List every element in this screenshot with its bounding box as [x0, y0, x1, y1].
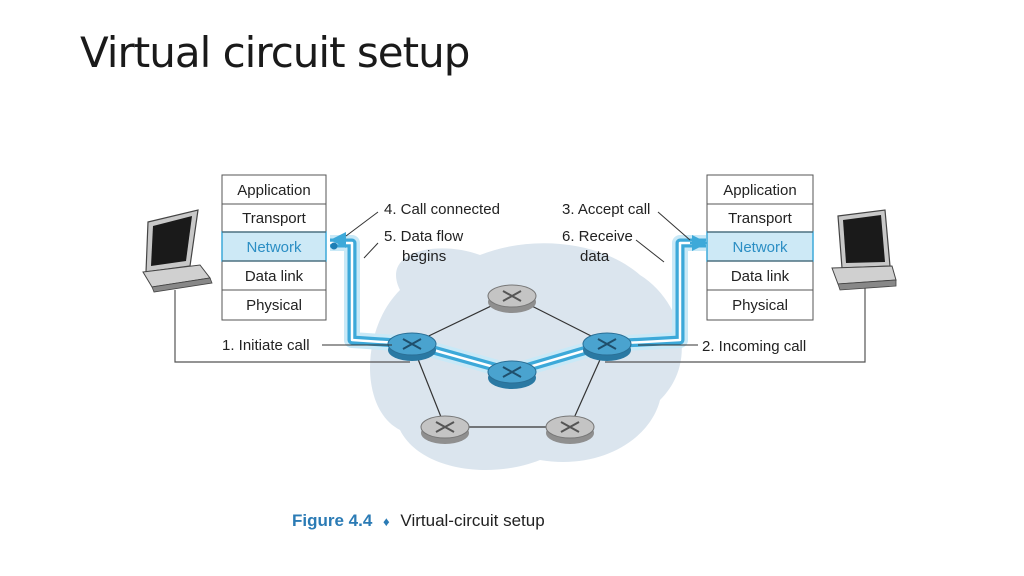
- right-cable: [605, 288, 866, 363]
- label-call-connected: 4. Call connected: [384, 201, 500, 218]
- path-start-dot: [330, 242, 338, 250]
- label-receive-2: data: [580, 248, 610, 265]
- left-layer-physical: Physical: [246, 297, 302, 314]
- figure-caption: Figure 4.4 ♦ Virtual-circuit setup: [292, 511, 545, 530]
- router-active: [487, 360, 537, 389]
- label-data-flow-1: 5. Data flow: [384, 228, 463, 245]
- left-layer-transport: Transport: [242, 210, 306, 227]
- left-computer-icon: [142, 209, 213, 293]
- left-cable: [174, 290, 410, 363]
- router: [487, 284, 537, 313]
- right-protocol-stack: Application Transport Network Data link …: [706, 174, 814, 321]
- label-incoming-call: 2. Incoming call: [702, 338, 806, 355]
- caption-separator: ♦: [383, 514, 390, 529]
- slide-title: Virtual circuit setup: [80, 28, 470, 77]
- router-active: [387, 332, 437, 361]
- right-computer-icon: [831, 209, 897, 291]
- label-receive-1: 6. Receive: [562, 228, 633, 245]
- leader-receive: [635, 239, 665, 263]
- caption-figure-number: Figure 4.4: [292, 511, 373, 530]
- leader-accept-call: [657, 211, 691, 241]
- caption-text: Virtual-circuit setup: [400, 511, 544, 530]
- right-layer-transport: Transport: [728, 210, 792, 227]
- left-layer-application: Application: [237, 182, 310, 199]
- label-accept-call: 3. Accept call: [562, 201, 650, 218]
- label-data-flow-2: begins: [402, 248, 446, 265]
- left-layer-network: Network: [246, 239, 302, 256]
- right-layer-network: Network: [732, 239, 788, 256]
- router-active: [582, 332, 632, 361]
- right-layer-datalink: Data link: [731, 268, 790, 285]
- router: [420, 415, 470, 444]
- network-cloud: [370, 243, 682, 470]
- right-layer-application: Application: [723, 182, 796, 199]
- leader-data-flow: [363, 242, 379, 259]
- label-initiate-call: 1. Initiate call: [222, 337, 310, 354]
- right-layer-physical: Physical: [732, 297, 788, 314]
- leader-call-connected: [345, 211, 379, 237]
- left-layer-datalink: Data link: [245, 268, 304, 285]
- router: [545, 415, 595, 444]
- left-protocol-stack: Application Transport Network Data link …: [221, 174, 327, 321]
